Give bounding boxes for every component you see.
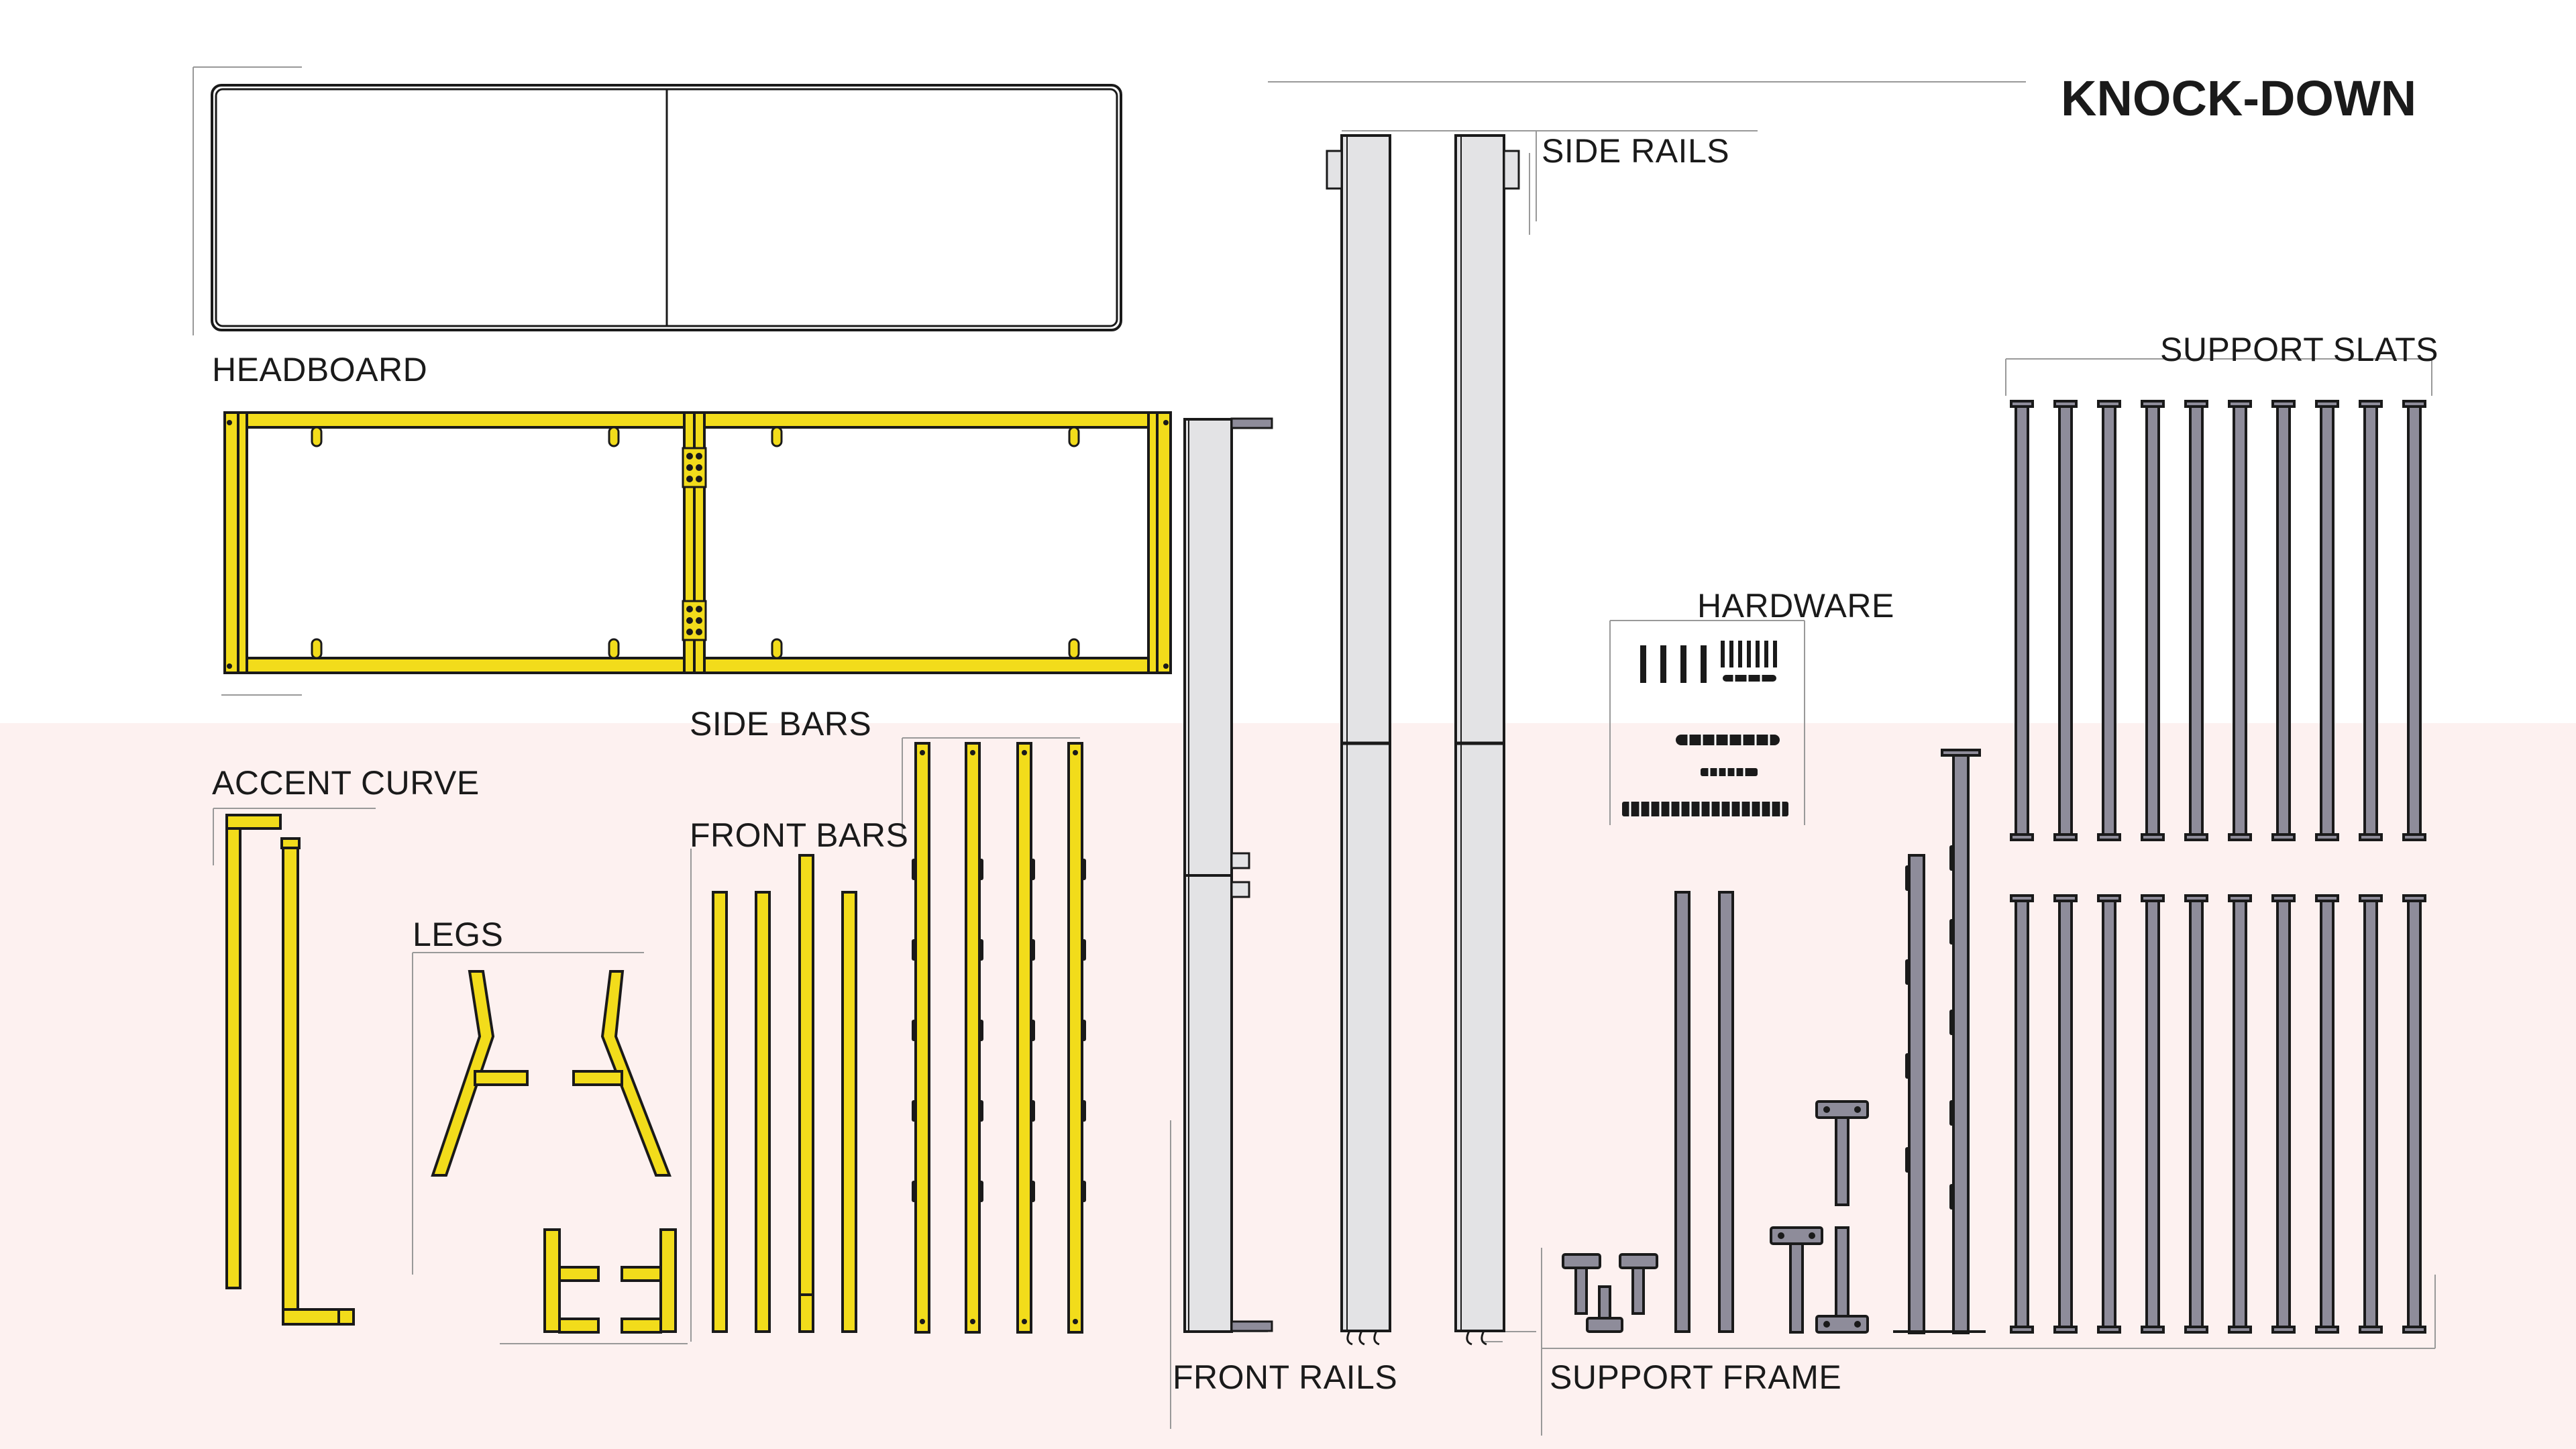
headboard-brackets — [311, 426, 1080, 659]
page-title: KNOCK-DOWN — [2061, 70, 2417, 126]
hardware-label: HARDWARE — [1697, 587, 1894, 625]
front-bars-label: FRONT BARS — [690, 816, 909, 854]
headboard-panel — [211, 84, 1122, 331]
guide-lines — [193, 66, 2436, 1436]
support-slats-label: SUPPORT SLATS — [2160, 331, 2438, 368]
support-slats-lower — [2010, 894, 2426, 1334]
support-slats-upper — [2010, 400, 2426, 841]
connector-bolts — [227, 420, 1169, 669]
side-bars — [914, 742, 1083, 1334]
side-bars-label: SIDE BARS — [690, 705, 872, 743]
side-bar-tabs — [912, 750, 1086, 1324]
hardware-parts — [1622, 641, 1788, 816]
accent-curve — [225, 814, 355, 1326]
front-rail — [1183, 417, 1273, 1333]
legs — [431, 970, 677, 1334]
front-rails-label: FRONT RAILS — [1173, 1358, 1398, 1396]
side-rails-label: SIDE RAILS — [1542, 132, 1730, 170]
legs-label: LEGS — [413, 916, 504, 953]
front-bars — [712, 854, 857, 1333]
accent-curve-label: ACCENT CURVE — [212, 764, 480, 802]
headboard-frame — [223, 411, 1172, 674]
side-rail-1 — [1326, 134, 1391, 1346]
side-rail-2 — [1454, 134, 1520, 1346]
support-frame — [1562, 749, 1981, 1334]
support-frame-label: SUPPORT FRAME — [1550, 1358, 1842, 1396]
hardware-separators — [1629, 675, 1782, 816]
headboard-label: HEADBOARD — [212, 351, 428, 388]
support-frame-tabs — [1778, 845, 1954, 1328]
